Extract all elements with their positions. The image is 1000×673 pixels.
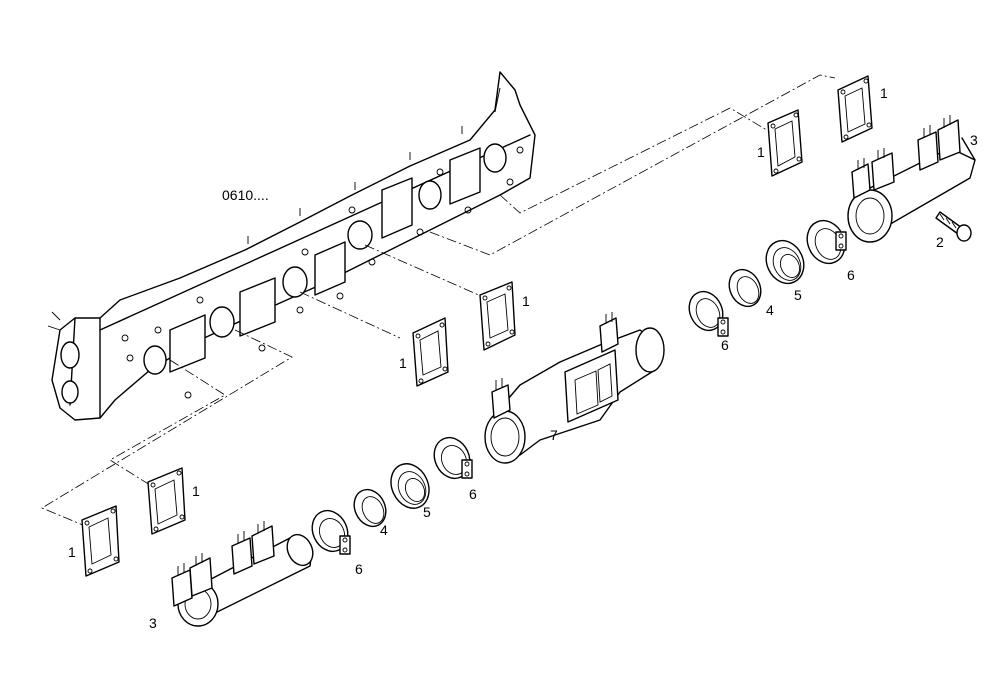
clamp-upper-right bbox=[806, 219, 847, 265]
callout-pipe-top: 3 bbox=[970, 132, 978, 148]
reference-label: 0610.... bbox=[222, 187, 269, 203]
callout-bolt: 2 bbox=[936, 234, 944, 250]
callout-clamp-upper-left: 6 bbox=[721, 337, 729, 353]
gasket-mid-a bbox=[479, 281, 516, 351]
callout-gasket-top-right-a: 1 bbox=[880, 85, 888, 101]
assembly-lines bbox=[41, 74, 836, 529]
sleeve-upper bbox=[728, 268, 762, 308]
callout-clamp-lower-right: 6 bbox=[469, 486, 477, 502]
callout-bellows-upper: 5 bbox=[794, 287, 802, 303]
callout-pipe-bottom: 3 bbox=[149, 615, 157, 631]
cylinder-head bbox=[47, 71, 536, 421]
callout-gasket-top-right-b: 1 bbox=[757, 144, 765, 160]
pipe-top bbox=[847, 115, 976, 243]
bolt bbox=[935, 211, 972, 242]
callout-gasket-mid-a: 1 bbox=[522, 293, 530, 309]
callout-gasket-bottom-b: 1 bbox=[68, 544, 76, 560]
callout-sleeve-lower: 4 bbox=[380, 522, 388, 538]
sleeve-lower bbox=[353, 488, 387, 528]
gasket-bottom-b bbox=[81, 505, 120, 577]
gasket-mid-b bbox=[412, 317, 449, 387]
gasket-top-right-b bbox=[767, 109, 803, 177]
callout-bellows-lower: 5 bbox=[423, 504, 431, 520]
pipe-bottom bbox=[171, 521, 314, 627]
clamp-upper-left bbox=[688, 290, 729, 337]
center-manifold bbox=[484, 312, 665, 464]
clamp-lower-left bbox=[311, 509, 351, 555]
callout-clamp-upper-right: 6 bbox=[847, 267, 855, 283]
bellows-lower bbox=[390, 463, 430, 509]
callout-clamp-lower-left: 6 bbox=[355, 561, 363, 577]
clamp-lower-right bbox=[433, 436, 473, 480]
callout-gasket-mid-b: 1 bbox=[399, 355, 407, 371]
callout-sleeve-upper: 4 bbox=[766, 302, 774, 318]
callout-center-manifold: 7 bbox=[550, 427, 558, 443]
gasket-bottom-a bbox=[147, 467, 186, 535]
bellows-upper bbox=[765, 239, 805, 285]
gasket-top-right-a bbox=[837, 75, 873, 143]
callout-gasket-bottom-a: 1 bbox=[192, 483, 200, 499]
